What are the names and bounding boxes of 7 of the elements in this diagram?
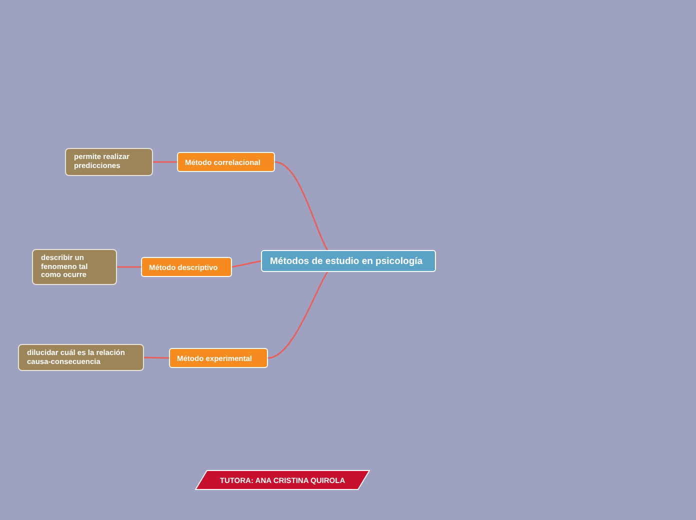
connector-line bbox=[274, 161, 328, 250]
connector-line bbox=[232, 260, 262, 268]
connector-line bbox=[153, 161, 177, 163]
connector-line bbox=[268, 272, 328, 359]
connector-line bbox=[144, 356, 170, 359]
central-topic-box: Métodos de estudio en psicología bbox=[261, 250, 436, 272]
connector-line bbox=[117, 266, 141, 268]
